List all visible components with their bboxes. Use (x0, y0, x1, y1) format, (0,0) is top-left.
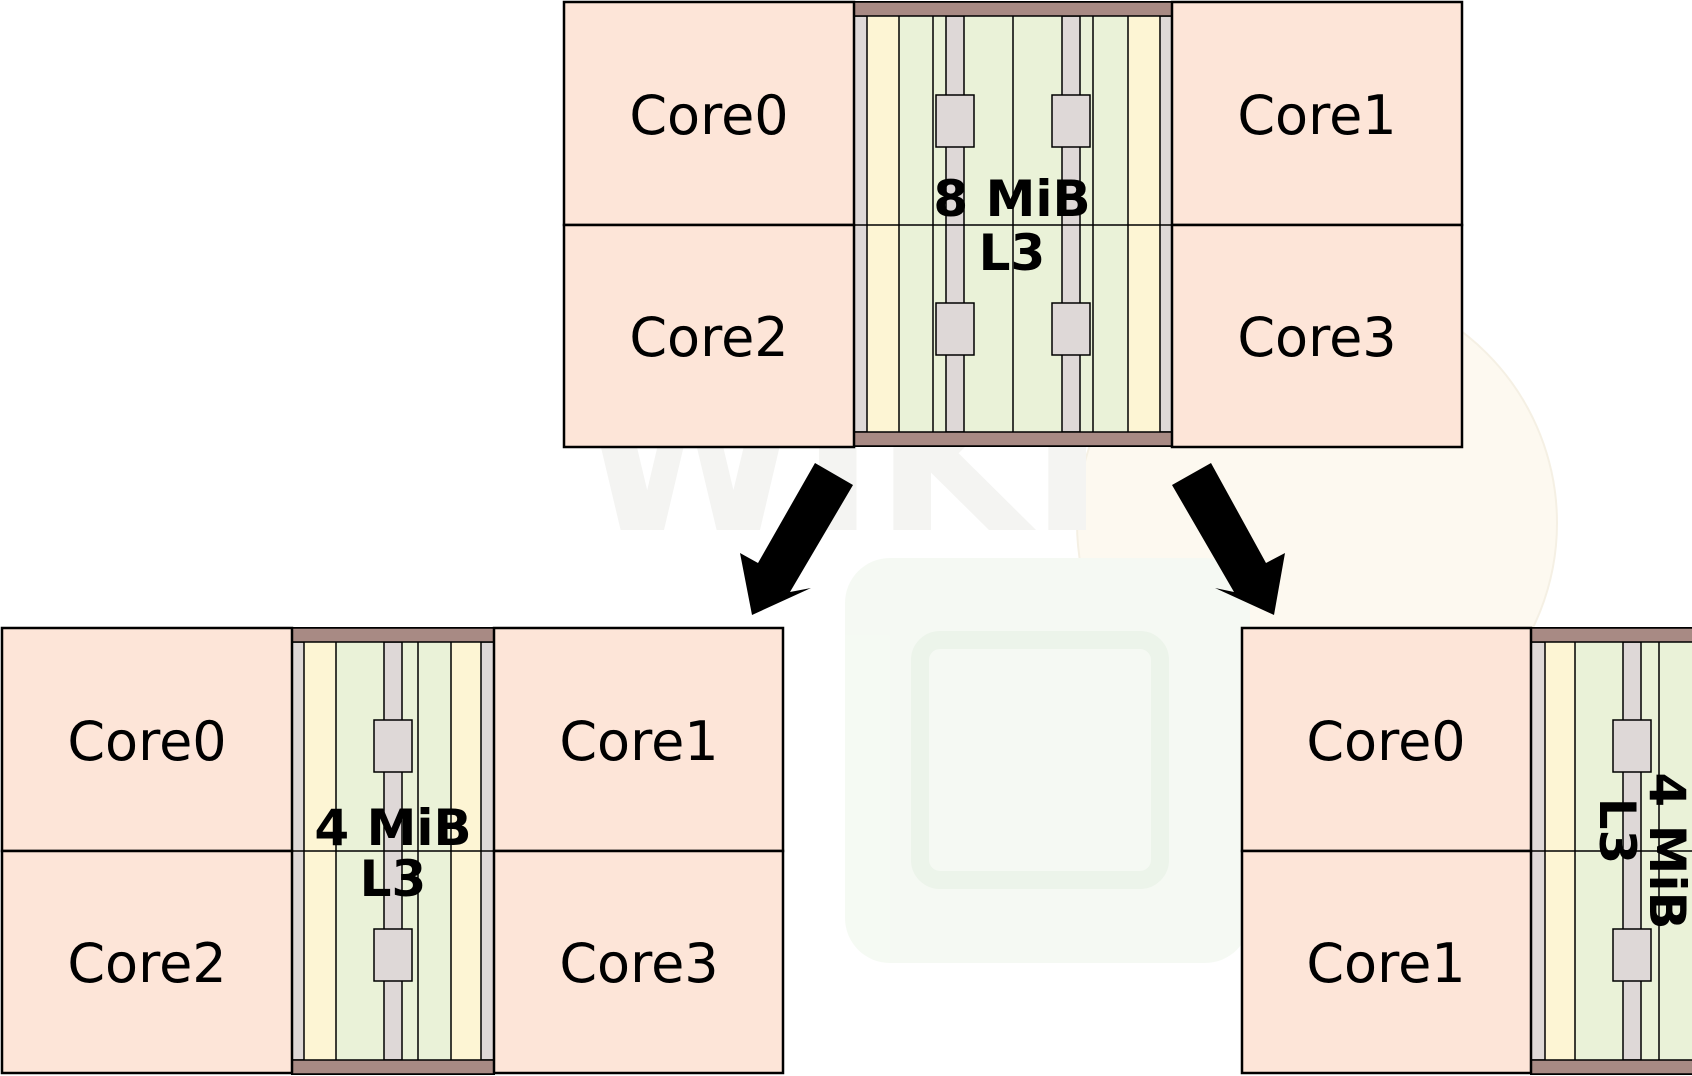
core-label: Core2 (629, 306, 788, 369)
core-label: Core0 (67, 710, 226, 773)
core-label: Core3 (559, 932, 718, 995)
core-label: Core0 (1306, 710, 1465, 773)
core-block: Core3 (492, 849, 785, 1075)
core-block: Core0 (562, 0, 856, 227)
l3-size-label: 4 MiB (314, 799, 471, 857)
core-block: Core0 (1240, 626, 1533, 853)
core-block: Core3 (1170, 223, 1464, 449)
l3-size-label: 8 MiB (933, 170, 1090, 228)
l3-type-label: L3 (1588, 798, 1646, 865)
core-label: Core3 (1237, 306, 1396, 369)
core-label: Core1 (1306, 932, 1465, 995)
core-label: Core1 (559, 710, 718, 773)
core-label: Core0 (629, 84, 788, 147)
core-block: Core1 (492, 626, 785, 853)
arrow-down-right-icon (1172, 463, 1285, 615)
l3-cache-block: 8 MiB L3 (853, 1, 1173, 447)
l3-type-label: L3 (979, 224, 1046, 282)
core-block: Core2 (0, 849, 294, 1075)
l3-cache-block: 4 MiB L3 (1530, 627, 1692, 1075)
core-block: Core0 (0, 626, 294, 853)
l3-cache-block: 4 MiB L3 (291, 627, 495, 1075)
core-label: Core1 (1237, 84, 1396, 147)
l3-type-label: L3 (360, 850, 427, 908)
core-block: Core1 (1240, 849, 1533, 1075)
core-block: Core1 (1170, 0, 1464, 227)
arrow-down-left-icon (740, 463, 853, 615)
core-block: Core2 (562, 223, 856, 449)
core-label: Core2 (67, 932, 226, 995)
left-die: 4 MiB L3 Core0 Core1 Core2 Core3 (0, 626, 785, 1075)
right-die: 4 MiB L3 Core0 Core1 (1240, 626, 1692, 1075)
l3-size-label: 4 MiB (1638, 772, 1692, 929)
top-die: 8 MiB L3 Core0 Core1 Core2 Core3 (562, 0, 1464, 449)
